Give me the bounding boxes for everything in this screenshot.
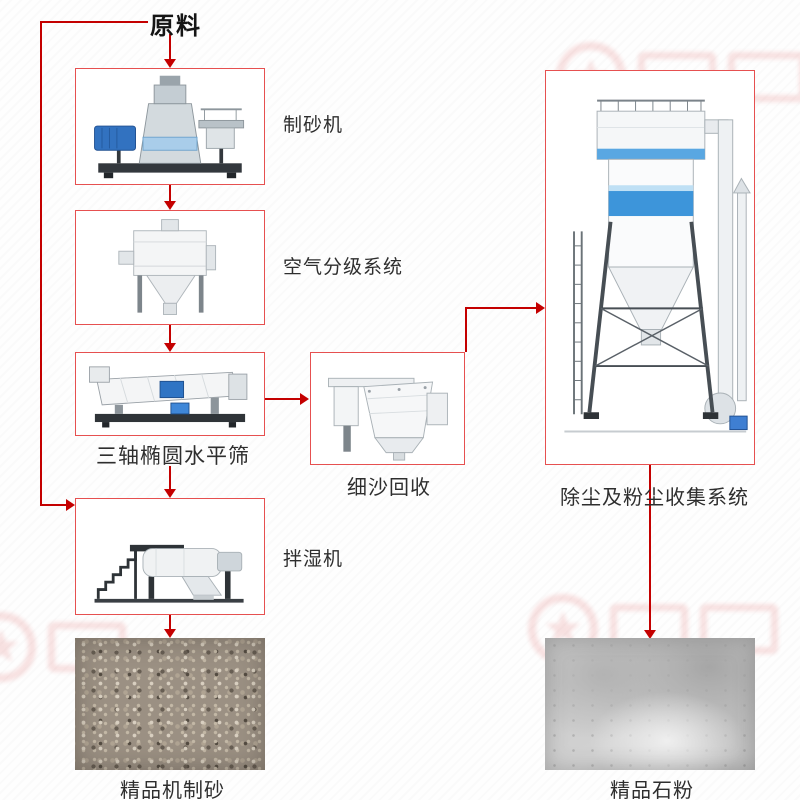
label-dust-collection: 除尘及粉尘收集系统 <box>560 487 749 509</box>
finished-sand-photo <box>75 638 265 770</box>
arrowhead <box>536 302 545 314</box>
arrow-recovery-to-dust-horizontal <box>465 307 537 309</box>
node-triaxial-screen <box>75 352 265 436</box>
arrowhead <box>164 489 176 498</box>
node-sand-maker <box>75 68 265 185</box>
arrowhead <box>644 630 656 639</box>
arrow-sandmaker-to-classifier <box>169 185 171 202</box>
arrow-source-branch-vertical <box>40 21 42 506</box>
arrowhead <box>164 343 176 352</box>
arrow-source-branch-top <box>40 21 148 23</box>
arrow-screen-to-recovery <box>265 398 301 400</box>
node-fine-sand-recovery <box>310 352 465 465</box>
wet-mixer-illustration <box>94 544 244 603</box>
arrowhead <box>300 393 309 405</box>
source-label: 原料 <box>150 13 202 40</box>
label-fine-sand-recovery: 细沙回收 <box>347 477 431 499</box>
label-finished-sand: 精品机制砂 <box>120 780 225 800</box>
watermark-ring-icon <box>0 612 36 682</box>
air-classifier-illustration <box>118 219 217 315</box>
label-finished-powder: 精品石粉 <box>610 780 694 800</box>
arrow-source-to-sandmaker <box>169 34 171 60</box>
label-air-classifier: 空气分级系统 <box>283 257 404 278</box>
triaxial-screen-illustration <box>89 366 248 428</box>
arrow-recovery-to-dust-vertical <box>465 308 467 352</box>
node-dust-collector <box>545 70 755 465</box>
node-wet-mixer <box>75 498 265 615</box>
finished-powder-photo <box>545 638 755 770</box>
label-triaxial-screen: 三轴椭圆水平筛 <box>96 445 250 468</box>
arrowhead <box>164 201 176 210</box>
arrowhead <box>164 59 176 68</box>
fine-sand-recovery-illustration <box>328 377 448 461</box>
label-wet-mixer: 拌湿机 <box>283 549 344 570</box>
arrow-classifier-to-screen <box>169 325 171 344</box>
arrow-dust-to-powder <box>649 465 651 632</box>
arrowhead <box>164 629 176 638</box>
arrow-screen-to-mixer <box>169 466 171 490</box>
dust-collector-illustration <box>564 99 751 433</box>
sand-maker-illustration <box>94 75 245 179</box>
arrow-mixer-to-sand <box>169 615 171 630</box>
label-sand-maker: 制砂机 <box>283 115 344 136</box>
arrowhead <box>66 499 75 511</box>
arrow-source-branch-bottom <box>40 504 68 506</box>
node-air-classifier <box>75 210 265 325</box>
